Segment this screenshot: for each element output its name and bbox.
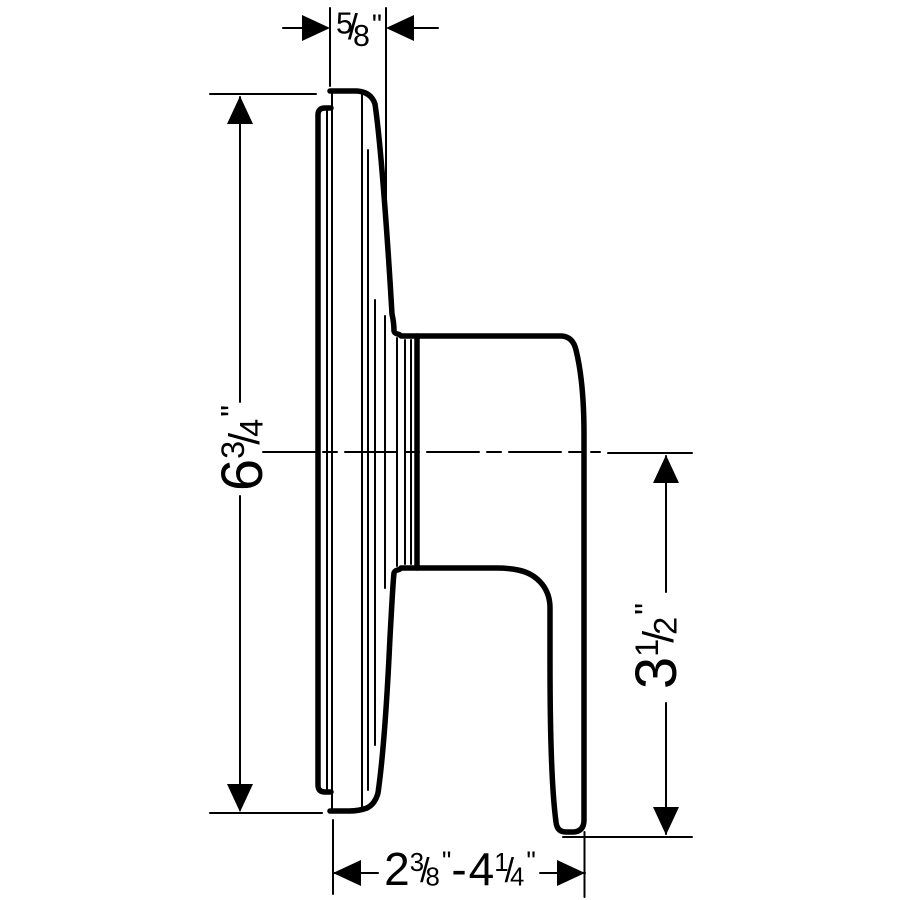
back-flange-outline (315, 105, 334, 795)
dimension-left (209, 93, 323, 814)
fraction-denominator: 4 (233, 418, 270, 437)
fraction-denominator: 8 (425, 863, 440, 892)
fraction-numerator: 3 (409, 848, 425, 877)
dimension-label-right: 31/2" (624, 604, 689, 689)
fraction-numerator: 5 (336, 6, 353, 41)
dim-bottom-arrow-right (557, 860, 585, 886)
dimension-top (282, 7, 439, 247)
fraction-denominator: 2 (647, 616, 684, 635)
dimension-label-bottom: 23/8"-41/4" (384, 843, 536, 895)
dimension-label-top: 5/8" (336, 6, 382, 54)
dim-top-arrow-right (386, 15, 414, 41)
inch-mark: " (526, 846, 536, 877)
plate-outline-top (327, 88, 420, 339)
dim-bottom-arrow-left (333, 860, 361, 886)
inch-mark: " (628, 604, 666, 615)
whole-number: 2 (384, 843, 410, 895)
inch-mark: " (371, 9, 382, 42)
fraction-numerator: 1 (494, 848, 509, 877)
dim-left-arrow-down (227, 784, 253, 812)
fraction-denominator: 4 (510, 863, 525, 892)
range-separator: - (451, 843, 467, 895)
fraction-denominator: 8 (352, 19, 370, 54)
dim-left-arrow-up (227, 96, 253, 124)
fraction-slash: / (420, 852, 430, 891)
dimension-label-left: 63/4" (210, 406, 275, 491)
fraction-slash: / (347, 6, 358, 48)
plate-outline-bottom (327, 565, 420, 814)
fraction-slash: / (504, 852, 515, 891)
inch-mark: " (214, 406, 252, 417)
inch-mark: " (441, 846, 452, 877)
whole-number: 4 (468, 843, 495, 895)
dimension-bottom (332, 819, 586, 898)
dim-right-arrow-down (653, 807, 679, 835)
dim-top-arrow-left (302, 15, 330, 41)
whole-number: 3 (624, 656, 689, 690)
handle-outline (414, 333, 587, 835)
dim-right-arrow-up (653, 455, 679, 483)
whole-number: 6 (210, 458, 275, 492)
